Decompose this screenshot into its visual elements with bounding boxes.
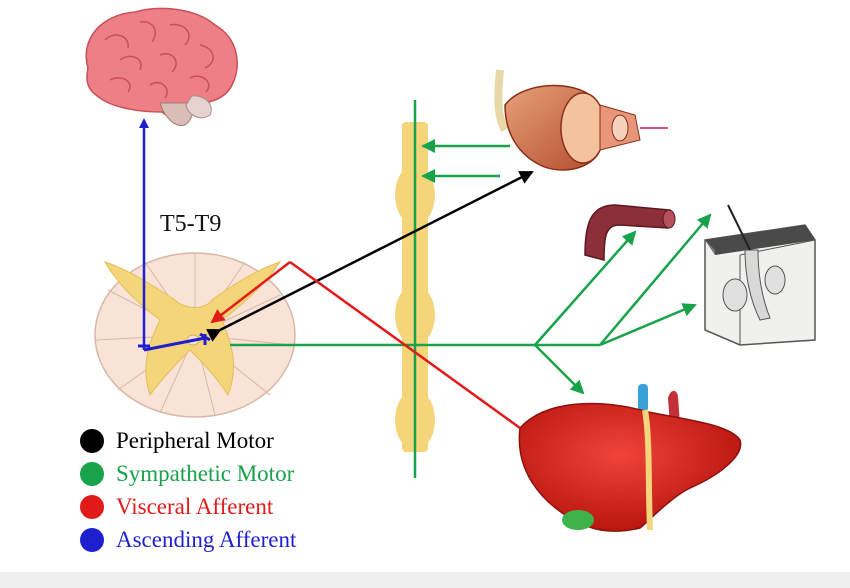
brain-icon — [85, 7, 238, 127]
legend: Peripheral Motor Sympathetic Motor Visce… — [80, 424, 296, 556]
sympathetic-chain-icon — [395, 100, 435, 478]
legend-dot — [80, 494, 104, 519]
spinal-segment-label: T5-T9 — [160, 211, 222, 237]
legend-dot — [80, 428, 104, 453]
neural-pathway-diagram — [85, 7, 816, 532]
blood-vessel-icon — [584, 204, 676, 261]
visceral-afferent-pathway — [210, 260, 521, 430]
footer-bar — [0, 572, 850, 588]
peripheral-motor-pathway — [206, 170, 534, 342]
legend-item: Sympathetic Motor — [80, 457, 296, 490]
legend-item: Peripheral Motor — [80, 424, 296, 457]
legend-label: Peripheral Motor — [116, 427, 274, 453]
muscle-icon — [494, 69, 668, 171]
legend-dot — [80, 527, 104, 552]
legend-label: Ascending Afferent — [116, 526, 297, 552]
skin-hair-follicle-icon — [704, 204, 816, 346]
legend-item: Ascending Afferent — [80, 523, 296, 556]
legend-label: Sympathetic Motor — [116, 460, 295, 486]
legend-label: Visceral Afferent — [116, 493, 274, 519]
liver-icon — [518, 384, 742, 532]
legend-dot — [80, 461, 104, 486]
spinal-cord-section-icon — [94, 252, 296, 418]
legend-item: Visceral Afferent — [80, 490, 296, 523]
